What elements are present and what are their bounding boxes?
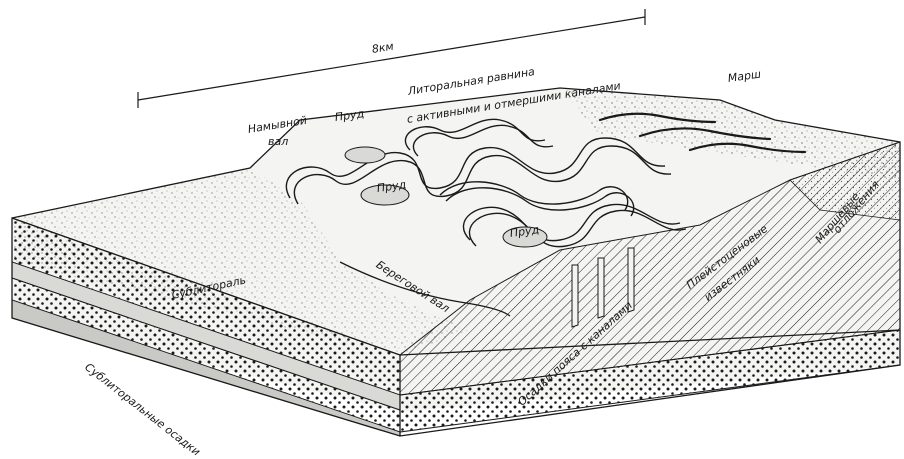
pond-shape-1 <box>345 147 385 163</box>
block-diagram <box>0 0 904 439</box>
levee-label-line2: вал <box>268 136 288 148</box>
